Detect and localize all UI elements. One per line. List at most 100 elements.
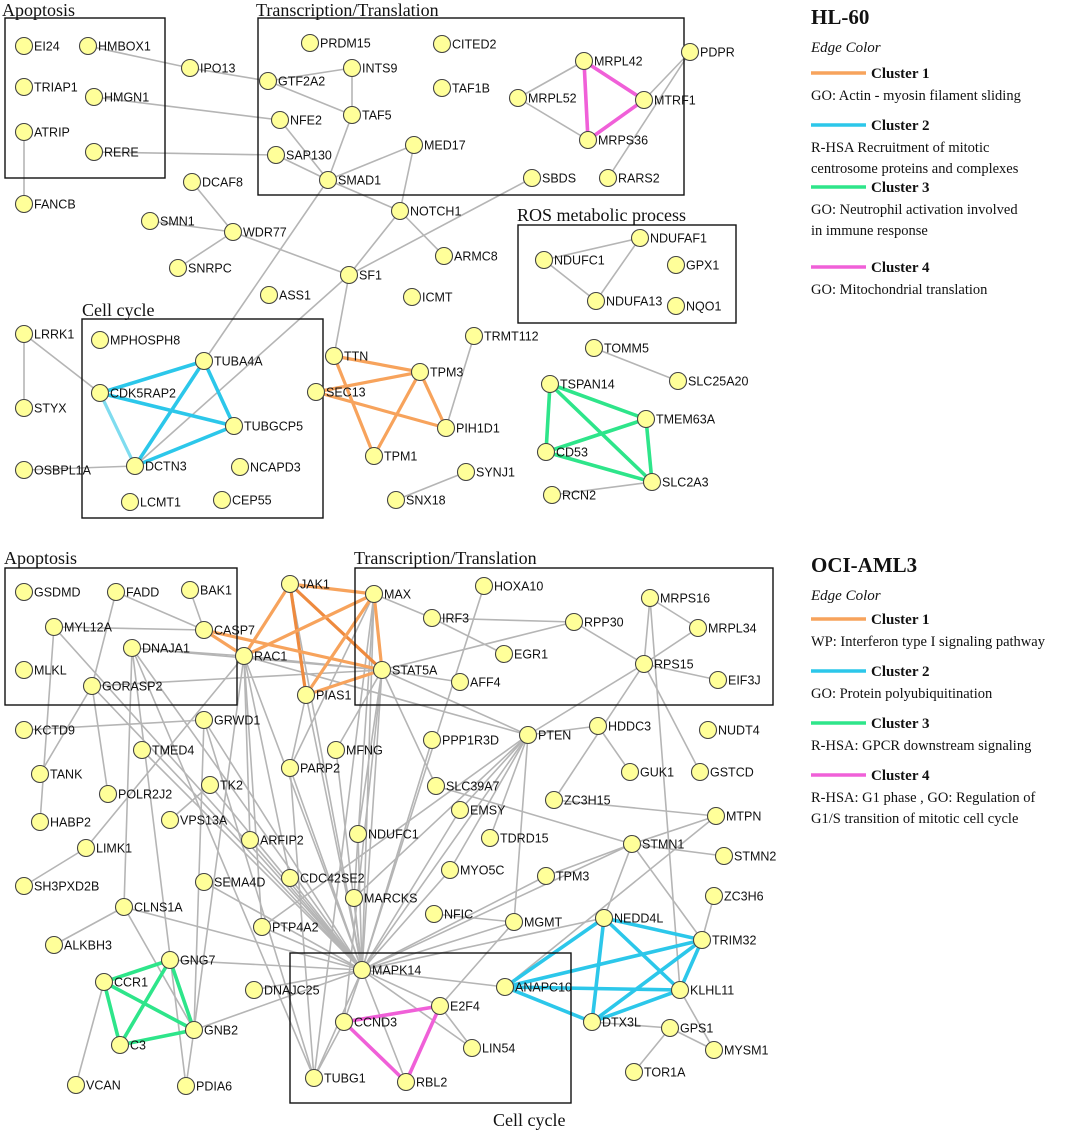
node-styx[interactable]: STYX (14, 398, 68, 418)
node-nfe2[interactable]: NFE2 (270, 110, 323, 130)
node-nedd4l[interactable]: NEDD4L (594, 908, 664, 928)
node-ndufa13[interactable]: NDUFA13 (586, 291, 663, 311)
node-ccnd3[interactable]: CCND3 (334, 1012, 398, 1032)
node-arfip2[interactable]: ARFIP2 (240, 830, 304, 850)
node-gnb2[interactable]: GNB2 (184, 1020, 239, 1040)
node-c3[interactable]: C3 (110, 1035, 147, 1055)
node-klhl11[interactable]: KLHL11 (670, 980, 735, 1000)
node-mtpn[interactable]: MTPN (706, 806, 762, 826)
node-casp7[interactable]: CASP7 (194, 620, 256, 640)
node-mrpl34[interactable]: MRPL34 (688, 618, 757, 638)
node-jak1[interactable]: JAK1 (280, 574, 330, 594)
node-sf1[interactable]: SF1 (339, 265, 382, 285)
node-gng7[interactable]: GNG7 (160, 950, 216, 970)
node-ndufc1[interactable]: NDUFC1 (534, 250, 605, 270)
node-tuba4a[interactable]: TUBA4A (194, 351, 264, 371)
node-tspan14[interactable]: TSPAN14 (540, 374, 615, 394)
node-guk1[interactable]: GUK1 (620, 762, 675, 782)
node-sema4d[interactable]: SEMA4D (194, 872, 266, 892)
node-irf3[interactable]: IRF3 (422, 608, 470, 628)
node-gpx1[interactable]: GPX1 (666, 255, 720, 275)
node-cdc42se2[interactable]: CDC42SE2 (280, 868, 365, 888)
node-tdrd15[interactable]: TDRD15 (480, 828, 549, 848)
node-dcaf8[interactable]: DCAF8 (182, 172, 244, 192)
node-ass1[interactable]: ASS1 (259, 285, 312, 305)
node-ipo13[interactable]: IPO13 (180, 58, 236, 78)
node-sap130[interactable]: SAP130 (266, 145, 332, 165)
node-sec13[interactable]: SEC13 (306, 382, 366, 402)
node-tpm3[interactable]: TPM3 (410, 362, 464, 382)
node-pdia6[interactable]: PDIA6 (176, 1076, 233, 1096)
node-clns1a[interactable]: CLNS1A (114, 897, 184, 917)
node-tpm3[interactable]: TPM3 (536, 866, 590, 886)
node-habp2[interactable]: HABP2 (30, 812, 92, 832)
node-ccr1[interactable]: CCR1 (94, 972, 149, 992)
node-tank[interactable]: TANK (30, 764, 84, 784)
node-smn1[interactable]: SMN1 (140, 211, 195, 231)
node-zc3h15[interactable]: ZC3H15 (544, 790, 611, 810)
node-sh3pxd2b[interactable]: SH3PXD2B (14, 876, 100, 896)
node-synj1[interactable]: SYNJ1 (456, 462, 515, 482)
node-cd53[interactable]: CD53 (536, 442, 589, 462)
node-ttn[interactable]: TTN (324, 346, 369, 366)
node-lrrk1[interactable]: LRRK1 (14, 324, 75, 344)
node-mphosph8[interactable]: MPHOSPH8 (90, 330, 181, 350)
node-parp2[interactable]: PARP2 (280, 758, 341, 778)
node-pih1d1[interactable]: PIH1D1 (436, 418, 500, 438)
node-mfng[interactable]: MFNG (326, 740, 383, 760)
node-stmn2[interactable]: STMN2 (714, 846, 777, 866)
node-gstcd[interactable]: GSTCD (690, 762, 754, 782)
node-polr2j2[interactable]: POLR2J2 (98, 784, 173, 804)
node-egr1[interactable]: EGR1 (494, 644, 549, 664)
node-cep55[interactable]: CEP55 (212, 490, 272, 510)
node-trmt112[interactable]: TRMT112 (464, 326, 539, 346)
node-lin54[interactable]: LIN54 (462, 1038, 516, 1058)
node-stmn1[interactable]: STMN1 (622, 834, 685, 854)
node-myo5c[interactable]: MYO5C (440, 860, 505, 880)
node-grwd1[interactable]: GRWD1 (194, 710, 261, 730)
node-fancb[interactable]: FANCB (14, 194, 76, 214)
node-tpm1[interactable]: TPM1 (364, 446, 418, 466)
node-mrps36[interactable]: MRPS36 (578, 130, 649, 150)
node-emsy[interactable]: EMSY (450, 800, 507, 820)
node-gorasp2[interactable]: GORASP2 (82, 676, 163, 696)
node-mrpl52[interactable]: MRPL52 (508, 88, 577, 108)
node-ndufc1[interactable]: NDUFC1 (348, 824, 419, 844)
node-rps15[interactable]: RPS15 (634, 654, 694, 674)
node-ndufaf1[interactable]: NDUFAF1 (630, 228, 708, 248)
node-nfic[interactable]: NFIC (424, 904, 474, 924)
node-wdr77[interactable]: WDR77 (223, 222, 287, 242)
node-rpp30[interactable]: RPP30 (564, 612, 624, 632)
node-vcan[interactable]: VCAN (66, 1075, 121, 1095)
node-sbds[interactable]: SBDS (522, 168, 577, 188)
node-stat5a[interactable]: STAT5A (372, 660, 439, 680)
node-tmem63a[interactable]: TMEM63A (636, 409, 716, 429)
node-rac1[interactable]: RAC1 (234, 646, 288, 666)
node-vps13a[interactable]: VPS13A (160, 810, 228, 830)
node-tubg1[interactable]: TUBG1 (304, 1068, 366, 1088)
node-ppp1r3d[interactable]: PPP1R3D (422, 730, 499, 750)
node-osbpl1a[interactable]: OSBPL1A (14, 460, 92, 480)
node-tor1a[interactable]: TOR1A (624, 1062, 687, 1082)
node-pdpr[interactable]: PDPR (680, 42, 735, 62)
node-dnaja1[interactable]: DNAJA1 (122, 638, 190, 658)
node-mlkl[interactable]: MLKL (14, 660, 67, 680)
node-nqo1[interactable]: NQO1 (666, 296, 722, 316)
node-dnajc25[interactable]: DNAJC25 (244, 980, 320, 1000)
node-slc39a7[interactable]: SLC39A7 (426, 776, 500, 796)
node-aff4[interactable]: AFF4 (450, 672, 501, 692)
node-slc2a3[interactable]: SLC2A3 (642, 472, 709, 492)
node-triap1[interactable]: TRIAP1 (14, 77, 78, 97)
node-med17[interactable]: MED17 (404, 135, 466, 155)
node-myl12a[interactable]: MYL12A (44, 617, 113, 637)
node-eif3j[interactable]: EIF3J (708, 670, 761, 690)
node-gps1[interactable]: GPS1 (660, 1018, 714, 1038)
node-armc8[interactable]: ARMC8 (434, 246, 498, 266)
node-mrpl42[interactable]: MRPL42 (574, 51, 643, 71)
node-notch1[interactable]: NOTCH1 (390, 201, 462, 221)
node-hoxa10[interactable]: HOXA10 (474, 576, 544, 596)
node-bak1[interactable]: BAK1 (180, 580, 233, 600)
node-rbl2[interactable]: RBL2 (396, 1072, 448, 1092)
node-taf5[interactable]: TAF5 (342, 105, 392, 125)
node-tubgcp5[interactable]: TUBGCP5 (224, 416, 304, 436)
